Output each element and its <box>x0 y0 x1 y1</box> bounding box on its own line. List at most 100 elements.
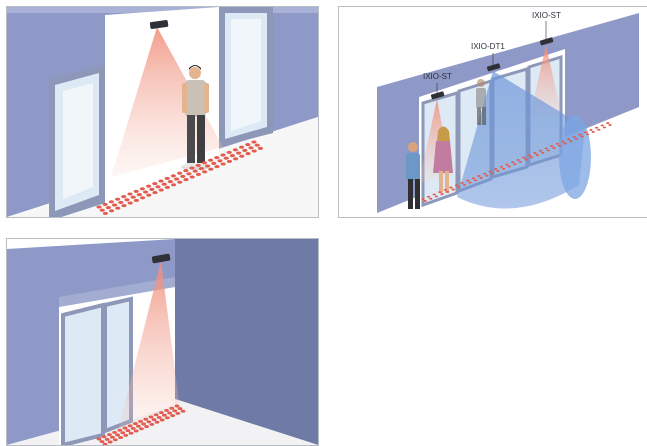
floor-dot <box>595 127 598 129</box>
floor-dot <box>466 180 469 182</box>
right-sensor-label: IXIO-ST <box>532 11 561 20</box>
floor-dot <box>199 167 204 170</box>
floor-dot <box>149 416 154 419</box>
floor-dot <box>196 164 201 167</box>
floor-dot <box>502 168 505 170</box>
floor-dot <box>252 149 257 152</box>
floor-dot <box>165 416 170 419</box>
floor-dot <box>134 190 139 193</box>
floor-dot <box>452 189 455 191</box>
floor-dot <box>483 173 486 175</box>
floor-dot <box>224 157 229 160</box>
floor-dot <box>539 150 542 152</box>
floor-dot <box>578 134 581 136</box>
floor-dot <box>105 438 110 441</box>
floor-dot <box>152 191 157 194</box>
floor-dot <box>164 409 169 412</box>
floor-dot <box>208 168 213 171</box>
floor-dot <box>517 159 520 161</box>
floor-dot <box>143 190 148 193</box>
floor-dot <box>530 156 533 158</box>
floor-dot <box>227 160 232 163</box>
floor-dot <box>202 161 207 164</box>
floor-dot <box>258 147 263 150</box>
floor-dot <box>138 420 143 423</box>
floor-dot <box>580 136 583 138</box>
floor-dot <box>134 430 139 433</box>
floor-dot <box>190 175 195 178</box>
floor-dot <box>127 192 132 195</box>
floor-dot <box>143 418 148 421</box>
floor-dot <box>154 413 159 416</box>
left-sensor-label: IXIO-ST <box>423 72 452 81</box>
floor-dot <box>157 416 162 419</box>
floor-dot <box>463 184 466 186</box>
floor-dot <box>165 186 170 189</box>
floor-dot <box>606 122 609 124</box>
floor-dot <box>110 436 115 439</box>
floor-dot <box>524 159 527 161</box>
floor-dot <box>449 187 452 189</box>
middle-sensor-label: IXIO-DT1 <box>471 42 505 51</box>
panel-top-right: IXIO-ST IXIO-DT1 IXIO-ST <box>338 6 647 218</box>
floor-dot <box>474 179 477 181</box>
floor-dot <box>113 438 118 441</box>
floor-dot <box>455 184 458 186</box>
floor-dot <box>457 186 460 188</box>
floor-dot <box>128 424 133 427</box>
floor-dot <box>491 172 494 174</box>
floor-dot <box>159 188 164 191</box>
floor-dot <box>242 149 247 152</box>
floor-dot <box>183 169 188 172</box>
floor-dot <box>103 203 108 206</box>
panel-bottom-left <box>6 238 319 446</box>
floor-dot <box>141 423 146 426</box>
floor-dot <box>146 194 151 197</box>
floor-dot <box>608 124 611 126</box>
floor-dot <box>140 196 145 199</box>
floor-dot <box>183 178 188 181</box>
floor-dot <box>592 131 595 133</box>
floor-dot <box>149 188 154 191</box>
floor-dot <box>186 172 191 175</box>
floor-dot <box>558 145 561 147</box>
floor-dot <box>239 155 244 158</box>
floor-dot <box>205 164 210 167</box>
floor-dot <box>149 423 154 426</box>
floor-dot <box>236 151 241 154</box>
floor-dot <box>96 205 101 208</box>
floor-dot <box>189 166 194 169</box>
floor-dot <box>115 434 120 437</box>
floor-dot <box>567 138 570 140</box>
floor-dot <box>162 183 167 186</box>
floor-dot <box>536 154 539 156</box>
floor-dot <box>155 421 160 424</box>
floor-dot <box>586 133 589 135</box>
floor-dot <box>178 407 183 410</box>
floor-dot <box>221 162 226 165</box>
floor-dot <box>424 200 427 202</box>
floor-dot <box>117 429 122 432</box>
floor-dot <box>109 200 114 203</box>
floor-dot <box>121 195 126 198</box>
floor-dot <box>169 407 174 410</box>
floor-dot <box>429 198 432 200</box>
floor-dot <box>118 436 123 439</box>
sliding-door-scene-3 <box>7 239 318 445</box>
floor-dot <box>158 179 163 182</box>
floor-dot <box>134 199 139 202</box>
floor-dot <box>160 419 165 422</box>
floor-dot <box>202 170 207 173</box>
floor-dot <box>120 431 125 434</box>
floor-dot <box>174 177 179 180</box>
floor-dot <box>513 163 516 165</box>
floor-dot <box>162 414 167 417</box>
floor-dot <box>589 129 592 131</box>
floor-dot <box>146 185 151 188</box>
floor-dot <box>564 143 567 145</box>
floor-dot <box>211 162 216 165</box>
sliding-door-scene-2: IXIO-ST IXIO-DT1 IXIO-ST <box>339 7 647 217</box>
floor-dot <box>519 161 522 163</box>
floor-dot <box>177 172 182 175</box>
floor-dot <box>124 198 129 201</box>
